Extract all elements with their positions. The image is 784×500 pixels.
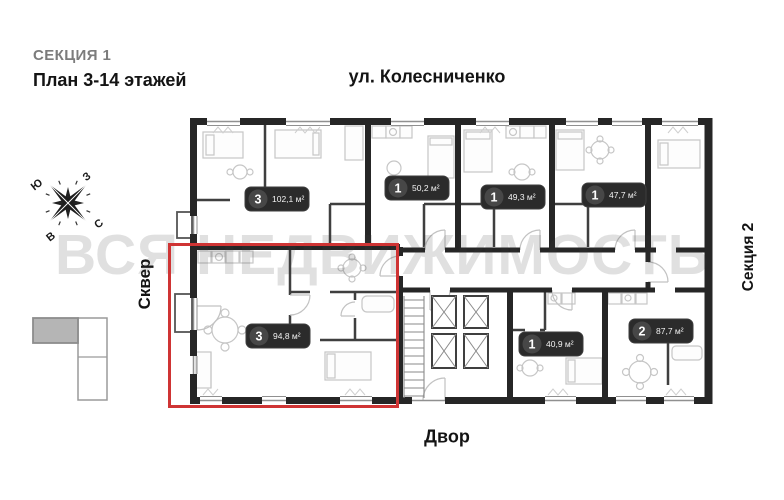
badge-rooms: 1 xyxy=(395,181,402,195)
apartment-badge-94[interactable]: 3 94,8 м² xyxy=(245,323,311,349)
walls-layer xyxy=(190,118,713,404)
badge-rooms: 3 xyxy=(255,192,262,206)
furniture-layer xyxy=(195,125,703,391)
yard-label: Двор xyxy=(424,426,470,447)
compass-south-label: Ю xyxy=(29,177,45,193)
badge-area: 47,7 м² xyxy=(609,190,637,200)
plan-subtitle: План 3-14 этажей xyxy=(33,70,187,90)
compass-rose-icon: З Ю С В xyxy=(29,170,106,244)
compass-west-label: З xyxy=(81,170,94,184)
badge-rooms: 1 xyxy=(529,337,536,351)
badge-area: 87,7 м² xyxy=(656,326,684,336)
apartment-badge-40[interactable]: 1 40,9 м² xyxy=(518,331,584,357)
apartment-badge-102[interactable]: 3 102,1 м² xyxy=(244,186,310,212)
selected-apartment-highlight[interactable] xyxy=(168,243,399,408)
badge-area: 94,8 м² xyxy=(273,331,301,341)
section-title: СЕКЦИЯ 1 xyxy=(33,47,112,64)
badge-area: 50,2 м² xyxy=(412,183,440,193)
badge-rooms: 2 xyxy=(639,324,646,338)
apartment-badge-49[interactable]: 1 49,3 м² xyxy=(480,184,546,210)
compass-north-label: С xyxy=(92,217,106,231)
badge-area: 49,3 м² xyxy=(508,192,536,202)
building-locator xyxy=(32,317,108,401)
badge-area: 102,1 м² xyxy=(272,194,304,204)
compass-east-label: В xyxy=(44,230,58,244)
stair-elevator-core xyxy=(403,295,489,398)
apartment-badge-87[interactable]: 2 87,7 м² xyxy=(628,318,694,344)
street-name-label: ул. Колесниченко xyxy=(348,66,506,87)
badge-rooms: 1 xyxy=(491,190,498,204)
badge-rooms: 3 xyxy=(256,329,263,343)
locator-section-1-highlight xyxy=(32,317,79,344)
door-swings xyxy=(196,229,669,401)
badge-area: 40,9 м² xyxy=(546,339,574,349)
radiator-marks xyxy=(202,126,689,396)
apartment-badge-50[interactable]: 1 50,2 м² xyxy=(384,175,450,201)
balconies xyxy=(174,211,193,333)
badge-rooms: 1 xyxy=(592,188,599,202)
apartment-badge-47[interactable]: 1 47,7 м² xyxy=(581,182,647,208)
locator-other-sections xyxy=(77,317,108,401)
